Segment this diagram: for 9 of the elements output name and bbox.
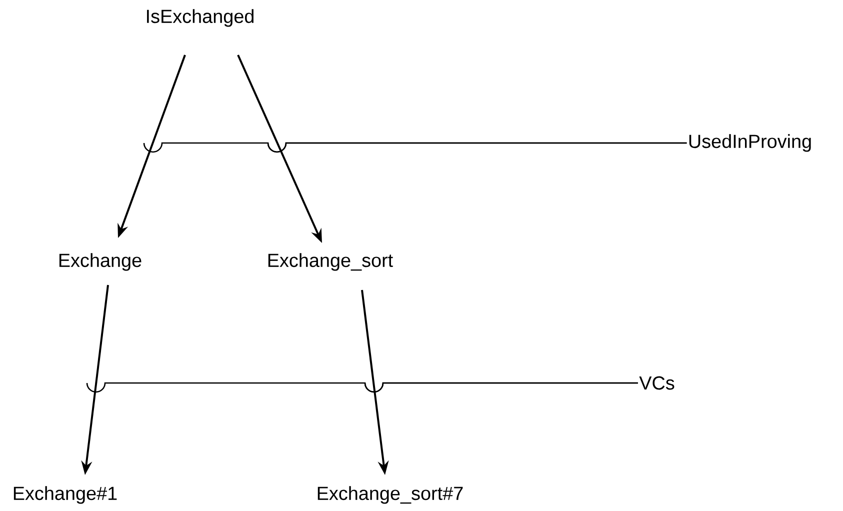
node-label: Exchange_sort#7	[318, 486, 463, 504]
node-label: UsedInProving	[689, 134, 811, 152]
connector-line	[143, 142, 687, 153]
node-label: Exchange#1	[14, 486, 117, 504]
node-label: Exchange_sort	[268, 253, 393, 271]
node-label: Exchange	[59, 253, 142, 271]
node-label: IsExchanged	[147, 9, 254, 27]
node-label: VCs	[639, 376, 674, 390]
connector-line	[86, 382, 638, 393]
